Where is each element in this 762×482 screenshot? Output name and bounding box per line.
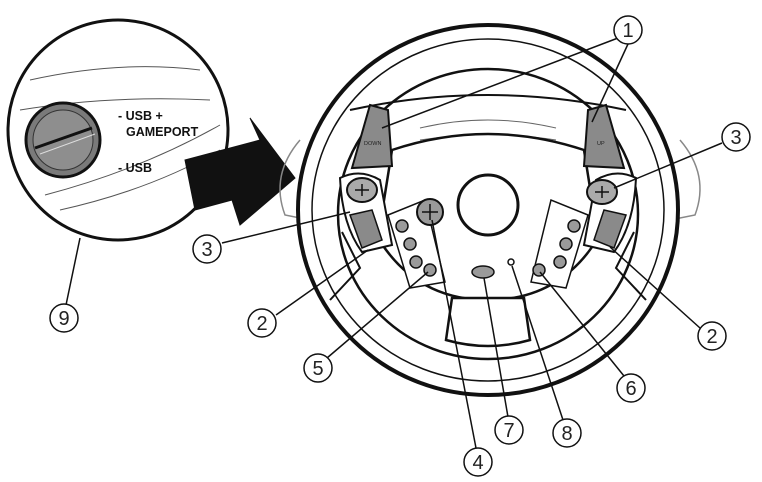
svg-text:3: 3 [730,127,741,149]
inset-label-usb: - USB [118,161,152,175]
inset-magnifier: - USB + GAMEPORT - USB [6,18,230,242]
pointer-arrow [184,117,296,226]
callout-5: 5 [303,353,333,383]
right-button-c [553,255,567,269]
callout-6: 6 [616,373,646,403]
leader-lines [65,37,723,449]
svg-text:2: 2 [706,326,717,348]
callout-1: 1 [613,15,643,45]
callout-3-left: 3 [192,234,222,264]
paddle-left [350,103,394,170]
callout-2-right: 2 [697,321,727,351]
right-trigger [593,209,627,249]
svg-text:1: 1 [622,20,633,42]
left-button-a [395,219,409,233]
inset-label-usb-gameport-1: - USB + [118,109,163,123]
svg-text:7: 7 [503,420,514,442]
left-trigger [349,209,383,249]
svg-text:6: 6 [625,378,636,400]
inset-label-usb-gameport-2: GAMEPORT [126,125,199,139]
callout-7: 7 [494,415,524,445]
paddle-left-label: DOWN [364,141,381,147]
callout-9: 9 [49,303,79,333]
right-button-b [559,237,573,251]
svg-text:2: 2 [256,313,267,335]
right-button-a [567,219,581,233]
callouts: 1 3 3 2 2 5 6 7 [49,15,751,477]
status-led [507,258,515,266]
steering-wheel: DOWN UP [279,23,701,397]
svg-text:5: 5 [312,358,323,380]
callout-2-left: 2 [247,308,277,338]
left-button-c [409,255,423,269]
left-button-b [403,237,417,251]
svg-text:8: 8 [561,423,572,445]
svg-text:9: 9 [58,308,69,330]
right-button-d [532,263,546,277]
svg-text:3: 3 [201,239,212,261]
paddle-right-label: UP [597,141,605,147]
callout-3-right: 3 [721,122,751,152]
hub-centre [456,173,520,237]
callout-8: 8 [552,418,582,448]
callout-4: 4 [463,447,493,477]
paddle-right [582,103,626,170]
svg-text:4: 4 [472,452,483,474]
centre-oval-button [471,265,495,279]
